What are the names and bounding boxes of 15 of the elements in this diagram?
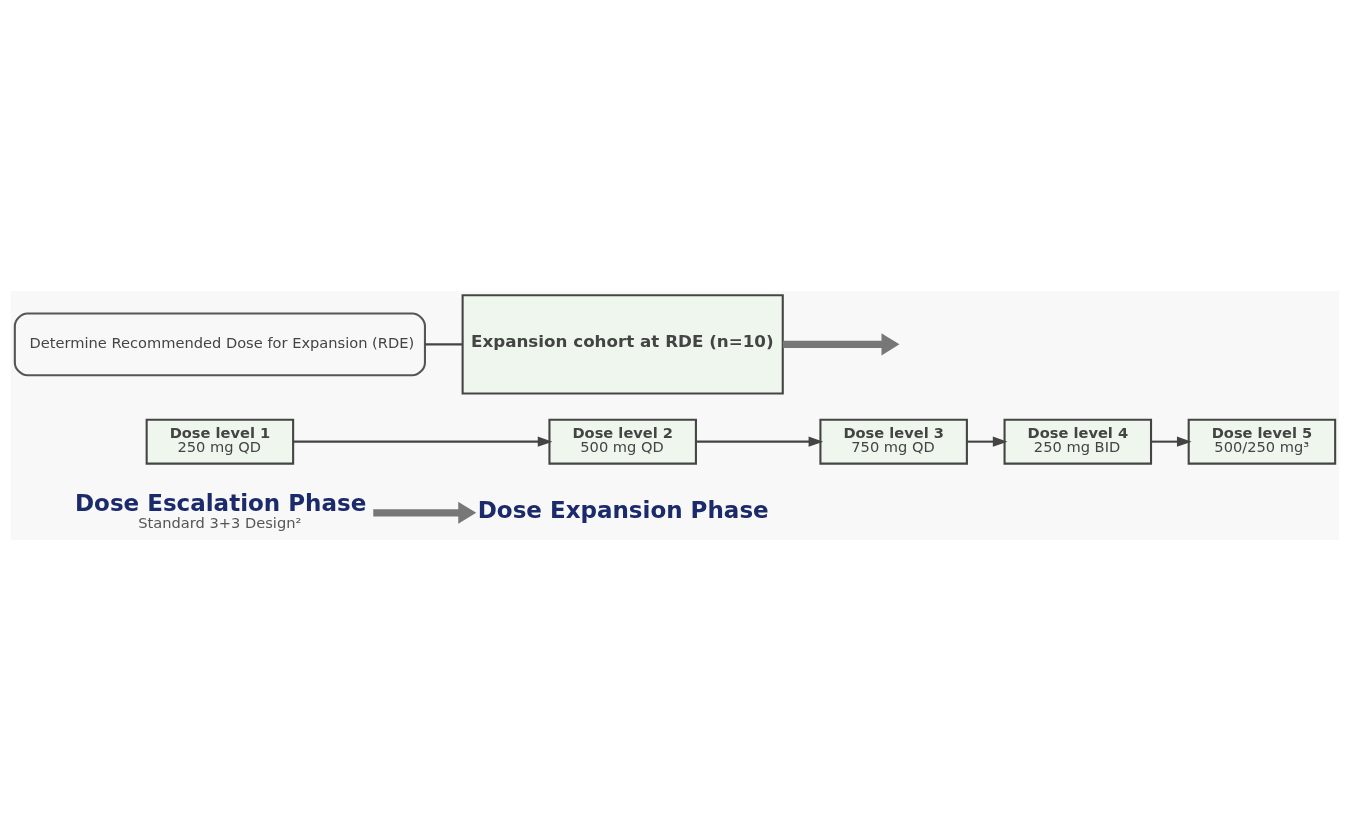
node-box: Dose level 4 250 mg BID	[1003, 418, 1153, 465]
node-text: Dose Escalation Phase Standard 3+3 Design²	[74, 489, 367, 531]
arrow	[782, 332, 900, 355]
arrow	[1151, 436, 1192, 447]
node-box: Expansion cohort at RDE (n=10)	[461, 293, 784, 395]
arrow	[293, 436, 553, 447]
arrow	[696, 436, 824, 447]
node-box: Dose level 5 500/250 mg³	[1187, 418, 1337, 465]
node-text: Dose Expansion Phase	[477, 496, 769, 523]
node-box: Dose level 1 250 mg QD	[145, 418, 295, 465]
connector	[425, 342, 463, 345]
arrow	[966, 436, 1008, 447]
node-box: Dose level 3 750 mg QD	[819, 418, 968, 465]
node-box: Determine Recommended Dose for Expansion (RDE)	[13, 311, 426, 376]
node-box: Dose level 2 500 mg QD	[548, 418, 697, 465]
